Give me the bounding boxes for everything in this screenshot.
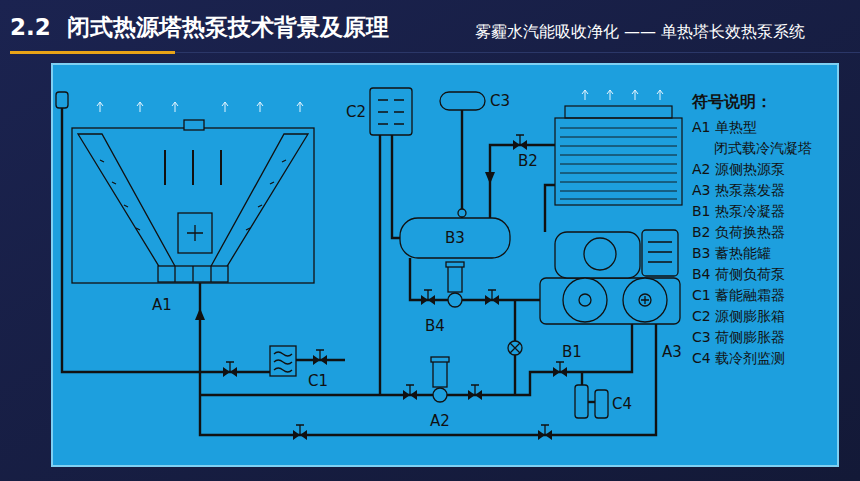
legend-item: C1 蓄能融霜器	[692, 285, 785, 306]
component-label: C2	[346, 104, 366, 121]
component-label: A3	[662, 344, 682, 361]
legend-item: A3 热泵蒸发器	[692, 180, 785, 201]
component-label: C1	[308, 373, 328, 390]
heat-pump-unit	[540, 230, 680, 324]
component-label: B2	[518, 153, 538, 170]
component-label: C3	[490, 93, 510, 110]
legend-heading: 符号说明：	[692, 92, 772, 111]
legend-item: B1 热泵冷凝器	[692, 201, 785, 222]
legend-item: C4 载冷剂监测	[692, 348, 785, 369]
expansion-tanks	[370, 88, 485, 135]
component-label: B3	[445, 230, 465, 247]
valves	[223, 135, 567, 440]
legend-item: C3 荷侧膨胀器	[692, 327, 785, 348]
storage-tank	[400, 209, 510, 258]
component-label: A1	[152, 297, 172, 314]
title-underline	[10, 51, 175, 54]
legend-item: A2 源侧热源泵	[692, 159, 785, 180]
legend-item: B4 荷侧负荷泵	[692, 264, 785, 285]
legend-item: B2 负荷换热器	[692, 222, 785, 243]
component-label: C4	[612, 396, 632, 413]
component-label: B1	[562, 344, 582, 361]
title-rule	[175, 52, 860, 53]
page-title: 2.2 闭式热源塔热泵技术背景及原理	[10, 14, 389, 42]
flow-arrow	[195, 308, 205, 320]
legend-item: B3 蓄热能罐	[692, 243, 771, 264]
legend-item: C2 源侧膨胀箱	[692, 306, 785, 327]
load-exchanger	[555, 106, 682, 205]
subtitle: 雾霾水汽能吸收净化 —— 单热塔长效热泵系统	[475, 22, 805, 41]
legend-item: A1 单热型 闭式载冷汽凝塔	[692, 117, 839, 159]
flow-arrow	[485, 172, 495, 184]
component-label: B4	[425, 318, 445, 335]
component-label: A2	[430, 413, 450, 430]
cooling-tower	[56, 92, 314, 283]
defrost-and-monitor	[270, 346, 608, 418]
diagram-panel	[52, 64, 838, 466]
